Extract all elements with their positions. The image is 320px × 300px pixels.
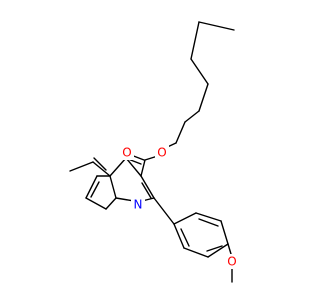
ring-nitrogen-label: N — [134, 198, 143, 212]
anisole-ring-bond-2 — [195, 212, 222, 222]
benzo-bond-5-inner — [93, 157, 107, 171]
methyl-bond — [69, 161, 94, 172]
pyridine-bond-4 — [109, 175, 117, 199]
ester-oxygen-label-background — [155, 145, 169, 160]
benzo-bond-2-inner — [90, 181, 100, 198]
benzo-bond-2 — [85, 175, 98, 199]
octyl-bond-5 — [184, 110, 200, 123]
methoxy-oxygen-label-background — [225, 254, 239, 269]
pyridine-bond-1-inner — [141, 182, 152, 199]
octyl-bond-2 — [190, 21, 200, 60]
anisole-ring-bond-5 — [183, 247, 209, 258]
octyl-bond-4 — [198, 83, 209, 112]
anisole-ring-bond-1 — [173, 212, 197, 225]
molecule-structure: O O N O — [69, 21, 239, 283]
anisole-ring-bond-4 — [207, 243, 229, 258]
ring-nitrogen-label-background — [131, 197, 145, 212]
carbonyl-oxygen-label-background — [120, 145, 134, 160]
octyl-bond-3 — [190, 58, 209, 85]
pyridine-bond-6 — [125, 157, 142, 177]
anisole-ring-bond-6 — [173, 223, 185, 249]
pyridine-bond-1 — [140, 175, 155, 199]
atom-label-layer: O O N O — [120, 145, 239, 269]
methoxy-ring-bond — [227, 243, 232, 255]
ester-oxygen-label: O — [157, 146, 166, 160]
benzo-bond-4 — [105, 197, 117, 210]
pyridine-bond-5 — [109, 157, 127, 177]
anisole-inner-bond-1 — [198, 218, 219, 227]
octyl-bond-6 — [175, 121, 186, 144]
carboxyl-to-ring-bond — [140, 159, 146, 177]
aryl-connection-bond — [153, 197, 175, 225]
octyl-bond-1 — [198, 21, 235, 31]
anisole-inner-bond-2 — [206, 245, 223, 252]
benzo-bond-5 — [92, 161, 111, 177]
bond-layer — [69, 21, 235, 283]
anisole-inner-bond-3 — [180, 228, 190, 247]
benzo-bond-3 — [85, 197, 107, 210]
carbonyl-oxygen-label: O — [122, 146, 131, 160]
methoxy-oxygen-label: O — [227, 255, 236, 269]
anisole-ring-bond-3 — [220, 220, 229, 245]
